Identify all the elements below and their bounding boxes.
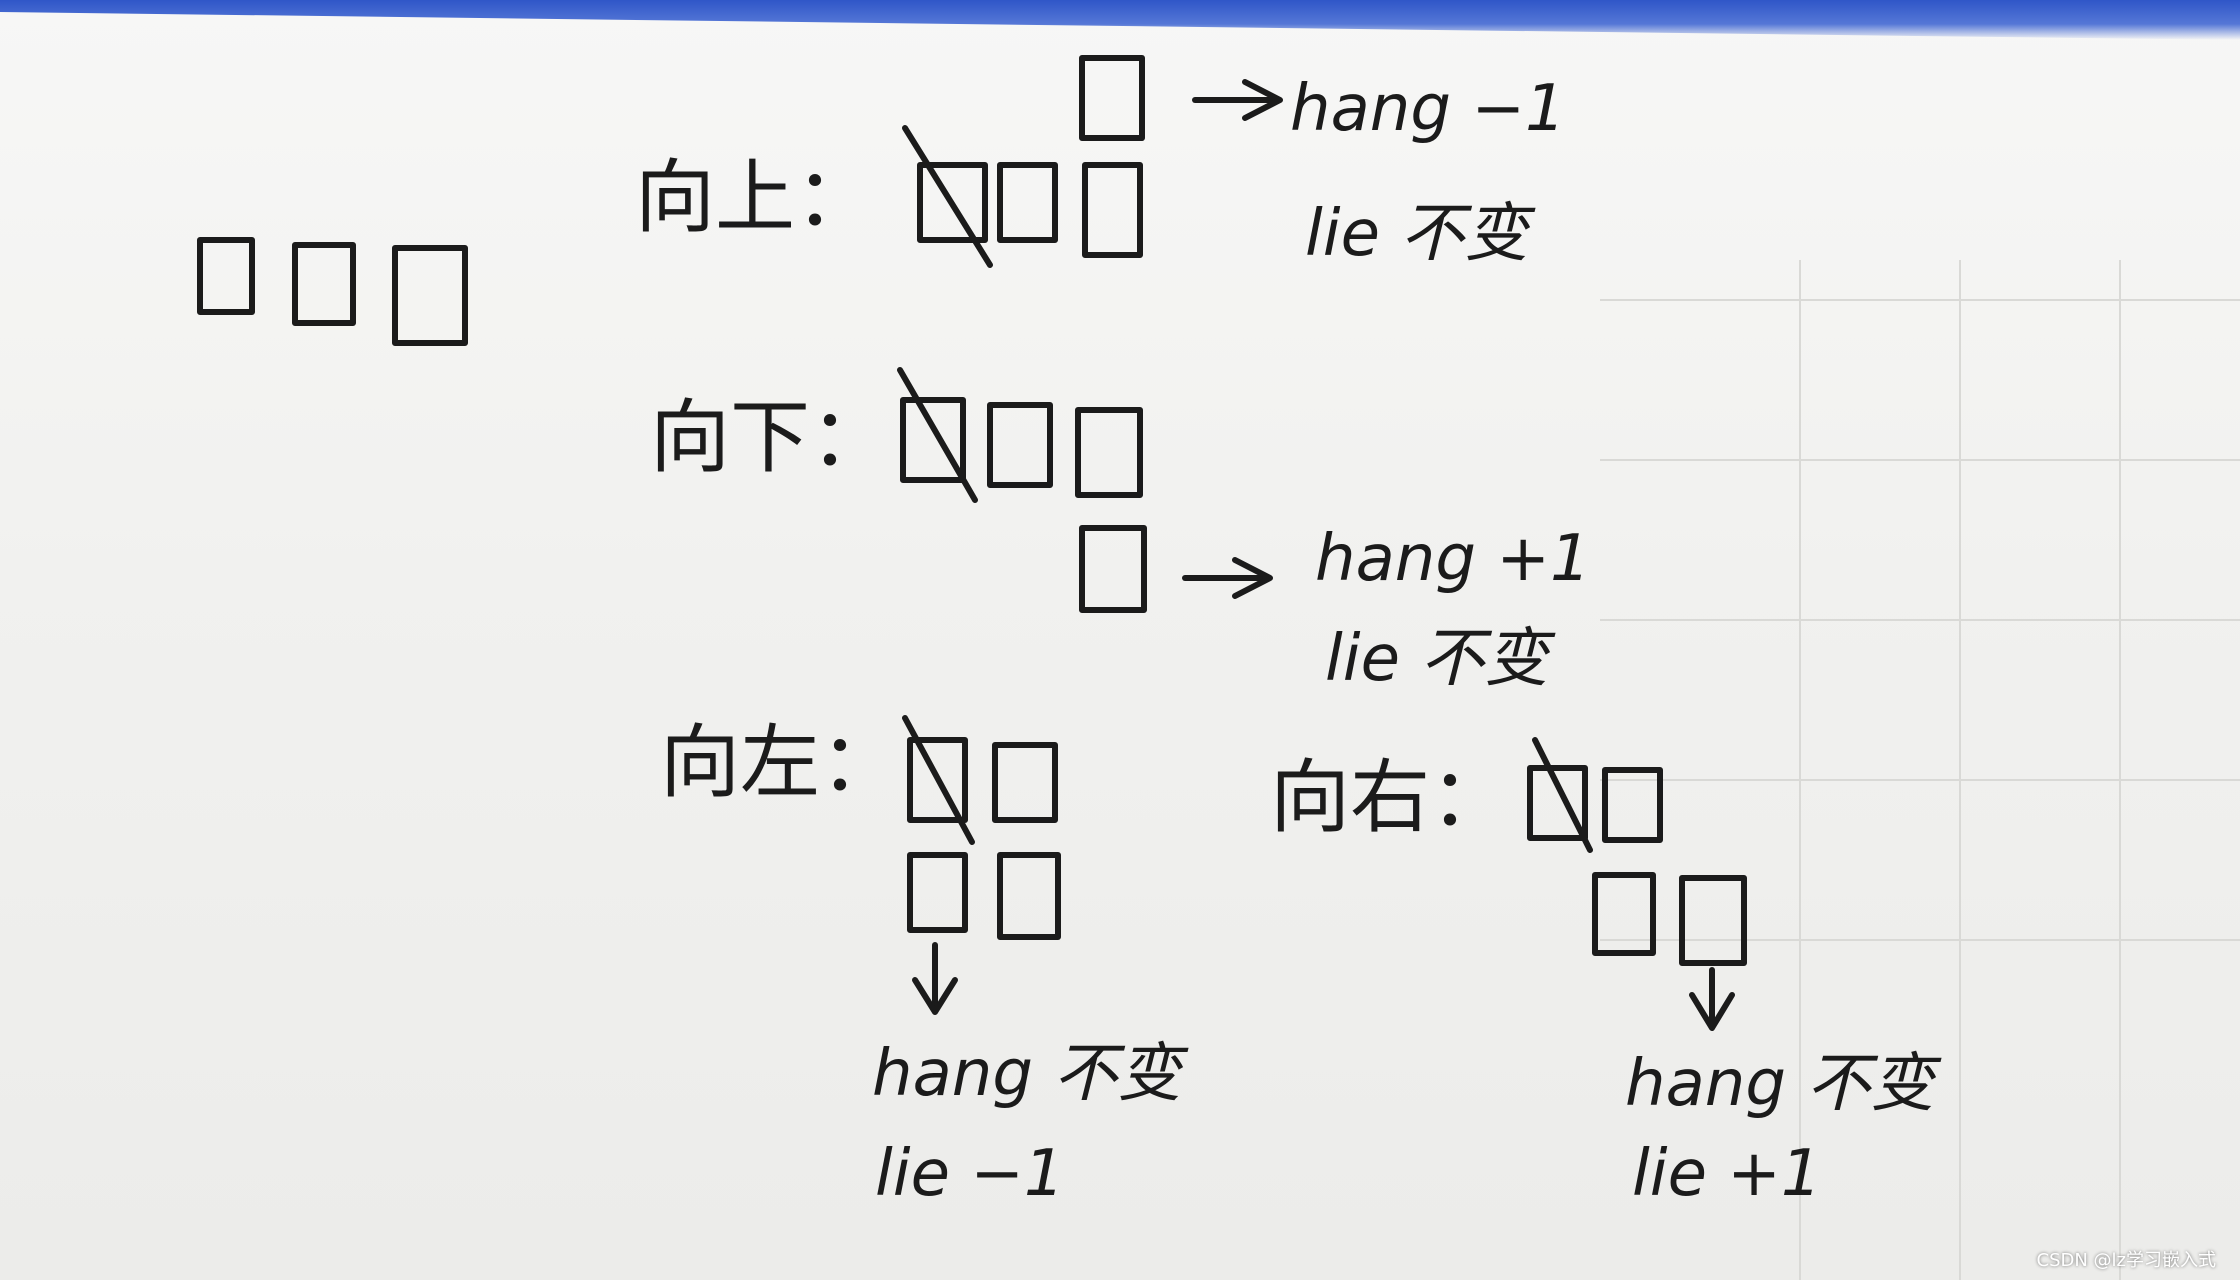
down-box-3 xyxy=(1075,407,1143,498)
right-section: 向右： hang 不变 lie +1 xyxy=(1270,737,1942,1211)
up-hang-text: hang −1 xyxy=(1290,72,1566,146)
down-new-head-box xyxy=(1079,525,1147,613)
right-strike-line xyxy=(1532,737,1593,853)
right-new-box-1 xyxy=(1592,872,1656,956)
watermark: CSDN @lz学习嵌入式 xyxy=(2036,1250,2217,1271)
up-new-head-box xyxy=(1079,55,1145,141)
left-box-2 xyxy=(992,742,1058,823)
down-arrow-icon xyxy=(1182,557,1273,599)
up-section: 向上： hang −1 lie 不变 xyxy=(635,55,1566,271)
left-strike-line xyxy=(902,715,975,845)
down-direction-label: 向下： xyxy=(650,391,890,484)
left-lie-text: lie −1 xyxy=(875,1137,1065,1211)
up-arrow-icon xyxy=(1192,79,1283,121)
intro-snake xyxy=(197,237,468,346)
up-box-2 xyxy=(997,162,1058,243)
up-box-3 xyxy=(1082,162,1143,258)
up-direction-label: 向上： xyxy=(635,151,875,244)
snake-box-3 xyxy=(392,245,468,346)
right-down-arrow-icon xyxy=(1689,967,1735,1031)
left-hang-text: hang 不变 xyxy=(872,1037,1189,1111)
down-box-1 xyxy=(900,397,966,483)
snake-box-1 xyxy=(197,237,255,315)
background-grid xyxy=(1600,260,2240,1280)
left-direction-label: 向左： xyxy=(660,716,900,809)
left-new-box-2 xyxy=(997,852,1061,940)
down-box-2 xyxy=(987,402,1053,488)
right-lie-text: lie +1 xyxy=(1632,1137,1822,1211)
up-box-1 xyxy=(917,162,988,243)
up-lie-text: lie 不变 xyxy=(1305,197,1536,271)
left-section: 向左： hang 不变 lie −1 xyxy=(660,715,1189,1211)
right-direction-label: 向右： xyxy=(1270,751,1510,844)
left-box-1 xyxy=(907,737,968,823)
left-down-arrow-icon xyxy=(912,942,958,1015)
down-section: 向下： hang +1 lie 不变 xyxy=(650,367,1591,696)
down-strike-line xyxy=(897,367,978,503)
snake-box-2 xyxy=(292,242,356,326)
right-hang-text: hang 不变 xyxy=(1625,1047,1942,1121)
up-strike-line xyxy=(902,125,993,268)
down-lie-text: lie 不变 xyxy=(1325,622,1556,696)
down-hang-text: hang +1 xyxy=(1315,522,1591,596)
left-new-box-1 xyxy=(907,852,968,933)
right-box-2 xyxy=(1602,767,1663,843)
right-box-1 xyxy=(1527,765,1588,841)
right-new-box-2 xyxy=(1679,875,1747,966)
